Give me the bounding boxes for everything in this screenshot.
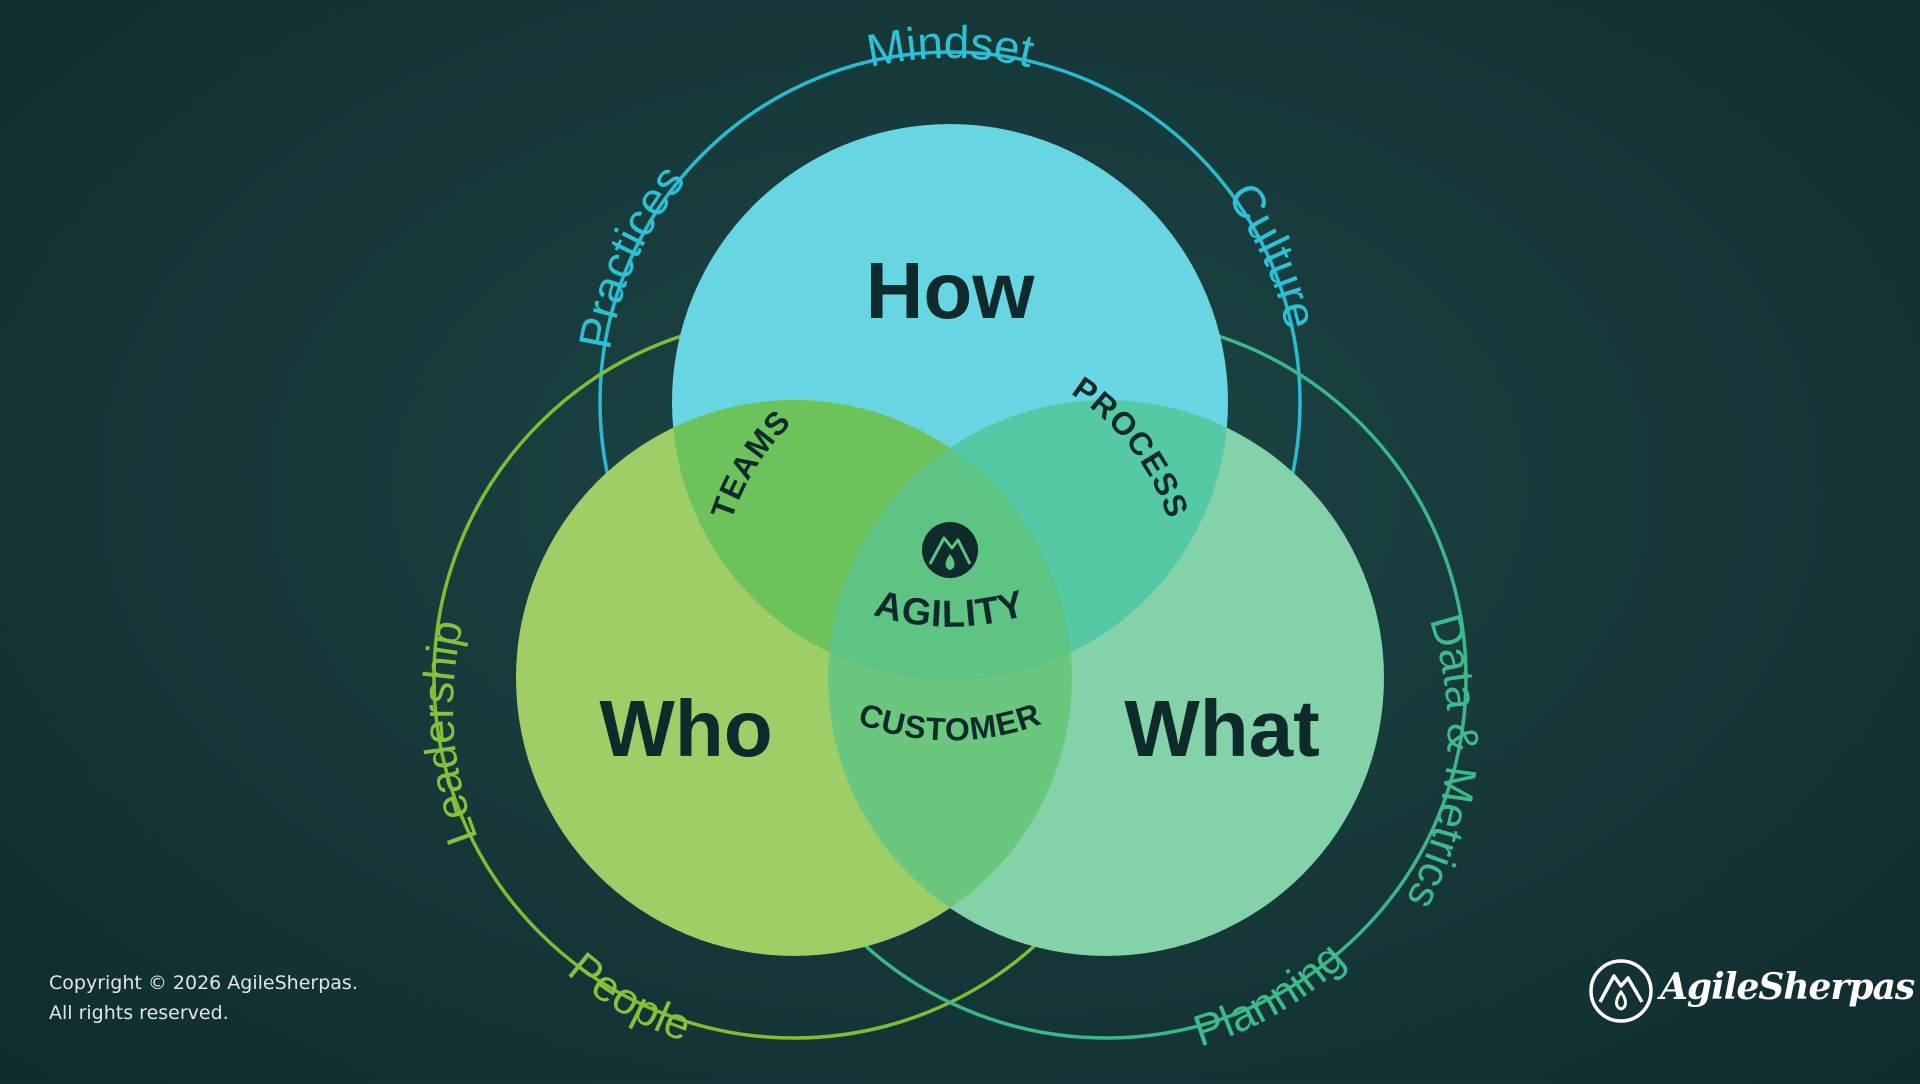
- ring-label-data-metrics: Data & Metrics: [1397, 609, 1487, 917]
- ring-label-practices: Practices: [568, 155, 694, 353]
- ring-label-people: People: [559, 943, 697, 1051]
- ring-label-planning: Planning: [1188, 933, 1354, 1056]
- circle-label-what: What: [1124, 684, 1320, 773]
- brand-name: AgileSherpas: [1660, 966, 1915, 1008]
- ring-label-leadership: Leadership: [414, 616, 487, 851]
- copyright-line-1: Copyright © 2026 AgileSherpas.: [49, 972, 358, 994]
- circle-label-who: Who: [599, 684, 772, 773]
- copyright-line-2: All rights reserved.: [49, 1002, 229, 1024]
- ring-label-culture: Culture: [1218, 173, 1328, 333]
- mountain-drop-icon: [922, 522, 978, 578]
- copyright-notice: Copyright © 2026 AgileSherpas. All right…: [49, 968, 358, 1028]
- ring-label-mindset: Mindset: [863, 16, 1039, 77]
- mountain-drop-icon: [1589, 959, 1653, 1023]
- brand-logo: AgileSherpas: [1588, 958, 1915, 1026]
- circle-label-how: How: [866, 246, 1036, 335]
